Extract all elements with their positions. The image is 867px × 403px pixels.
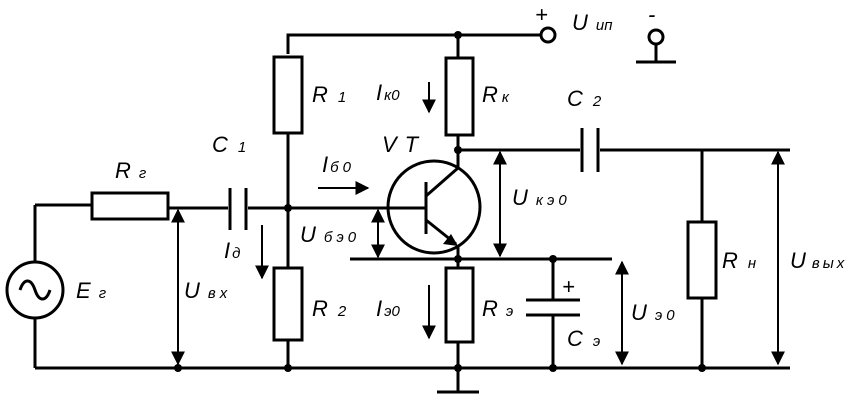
label-minus-supply: - xyxy=(648,2,655,27)
label-plus-supply: + xyxy=(535,2,548,27)
resistor-rk xyxy=(444,56,475,137)
capacitor-c2 xyxy=(580,128,600,172)
resistor-r1 xyxy=(272,55,304,135)
capacitor-ce xyxy=(526,298,580,317)
label-vt: VT xyxy=(382,132,426,157)
resistor-rg xyxy=(90,191,170,221)
junction-dots xyxy=(174,31,706,372)
arrows xyxy=(171,82,785,366)
resistor-re xyxy=(444,266,475,344)
supply-minus-terminal xyxy=(647,28,665,46)
resistor-rn xyxy=(686,220,718,300)
transistor-vt xyxy=(386,159,482,255)
ac-source-eg xyxy=(5,260,65,320)
label-ce-plus: + xyxy=(562,274,575,299)
supply-plus-terminal xyxy=(539,26,557,44)
wires xyxy=(33,33,790,394)
resistor-r2 xyxy=(272,266,304,342)
capacitor-c1 xyxy=(228,188,248,230)
